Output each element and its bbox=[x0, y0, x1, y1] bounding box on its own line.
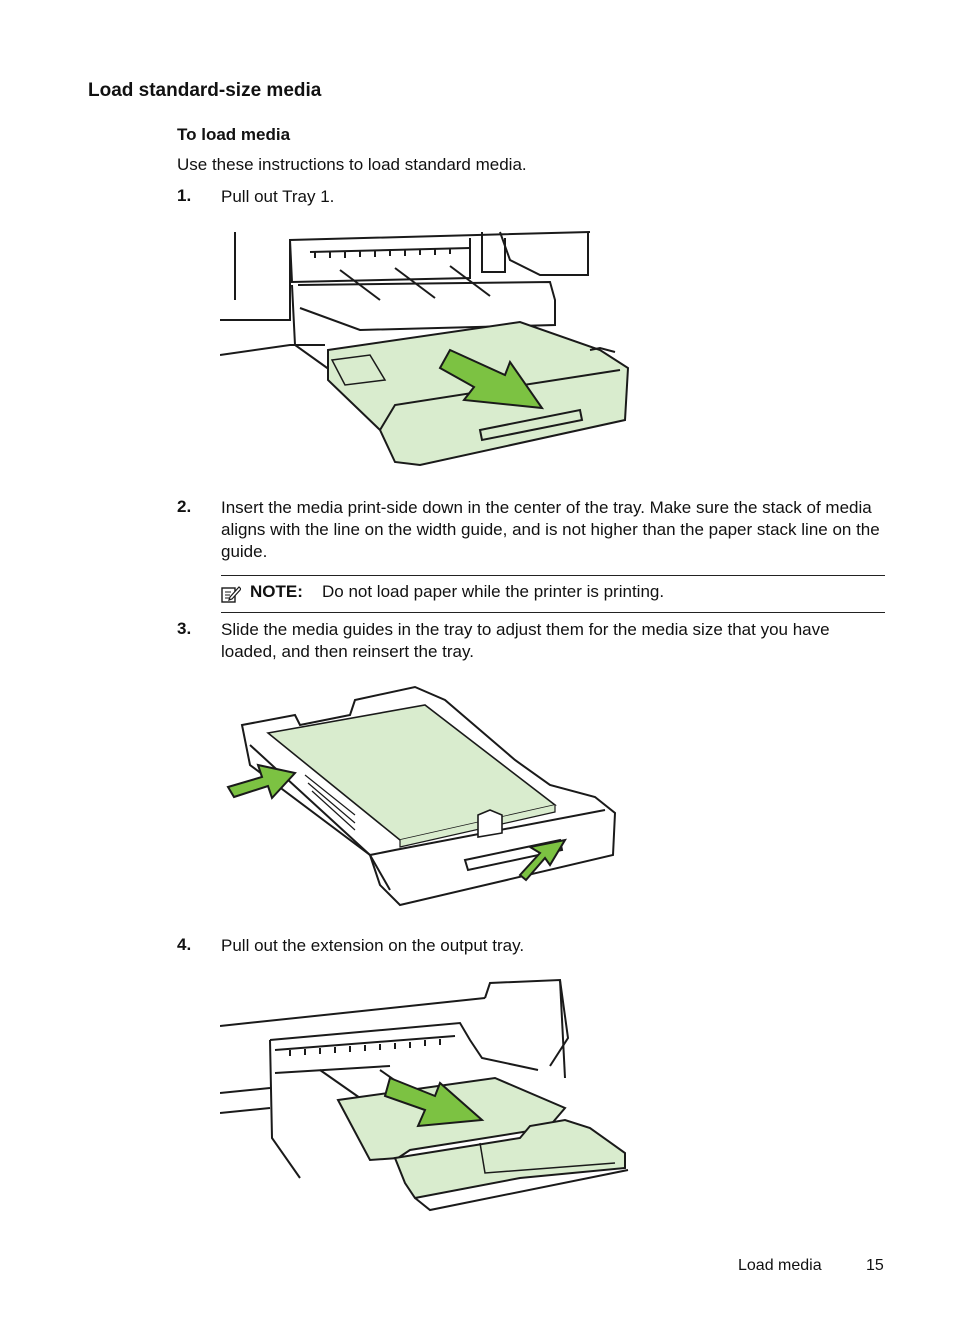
step-text: Slide the media guides in the tray to ad… bbox=[221, 620, 830, 661]
step-text: Pull out Tray 1. bbox=[221, 187, 335, 206]
note-pencil-icon bbox=[221, 586, 241, 603]
section-title: Load standard-size media bbox=[88, 80, 322, 101]
adjust-media-guides-illustration bbox=[226, 685, 617, 907]
step-text: Pull out the extension on the output tra… bbox=[221, 936, 525, 955]
step-number: 3. bbox=[177, 619, 192, 638]
note-text: Do not load paper while the printer is p… bbox=[322, 582, 665, 601]
step-number: 4. bbox=[177, 935, 192, 954]
footer-section-name: Load media bbox=[738, 1257, 822, 1274]
pull-out-extension-illustration bbox=[220, 978, 629, 1212]
pull-out-tray-illustration bbox=[220, 231, 630, 467]
note-label: NOTE: bbox=[250, 582, 303, 601]
page-number: 15 bbox=[866, 1257, 884, 1274]
subsection-title: To load media bbox=[177, 125, 291, 144]
step-number: 2. bbox=[177, 497, 192, 516]
note-box: NOTE: Do not load paper while the printe… bbox=[221, 575, 885, 613]
step-text: Insert the media print-side down in the … bbox=[221, 498, 880, 561]
step-number: 1. bbox=[177, 186, 192, 205]
intro-text: Use these instructions to load standard … bbox=[177, 155, 527, 174]
